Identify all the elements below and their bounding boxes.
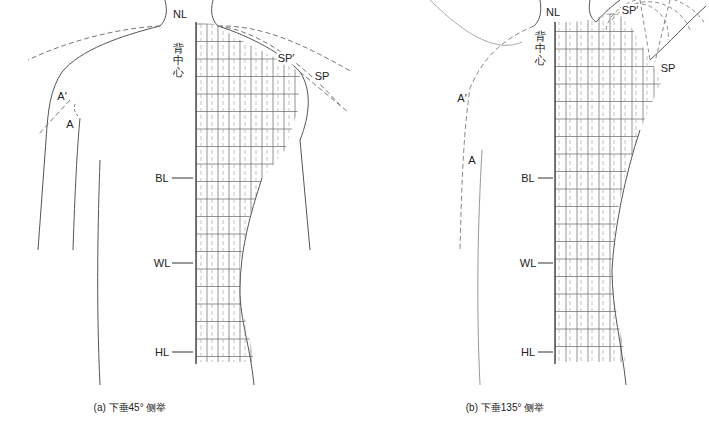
grid-line	[555, 276, 665, 277]
grid-line	[295, 24, 296, 362]
outline-a	[28, 0, 352, 385]
grid-line	[555, 136, 665, 137]
grid-line	[218, 24, 219, 362]
grid-line	[555, 119, 665, 120]
landmark-label: BL	[520, 172, 535, 185]
landmark-label: A	[65, 118, 74, 131]
grid-line	[196, 286, 312, 287]
grid-line	[273, 24, 274, 362]
grid-line-shifted	[647, 14, 648, 362]
grid-line-shifted	[614, 14, 615, 362]
grid-line-shifted	[256, 24, 257, 362]
landmark-label: A′	[456, 92, 467, 105]
grid-line	[240, 24, 241, 362]
center-line-label: 背中心	[534, 30, 547, 66]
grid-line	[196, 24, 312, 25]
landmark-label: HL	[520, 346, 536, 359]
grid-line	[196, 199, 312, 200]
grid-line	[555, 259, 665, 260]
grid-line	[196, 339, 312, 340]
grid-line	[555, 206, 665, 207]
grid-line	[196, 76, 312, 77]
grid-line-shifted	[603, 14, 604, 362]
grid-line	[196, 94, 312, 95]
landmark-label: BL	[154, 172, 169, 185]
landmark-label: WL	[153, 257, 172, 270]
landmark-label: SP′	[621, 4, 640, 17]
panel-caption: (b) 下垂135° 侧举	[465, 402, 545, 414]
grid-line	[207, 24, 208, 362]
grid-line-shifted	[625, 14, 626, 362]
landmark-label: A′	[56, 90, 67, 103]
grid-line	[306, 24, 307, 362]
panel-caption: (a) 下垂45° 侧举	[93, 402, 168, 414]
outline-b	[430, 0, 706, 385]
grid-line	[262, 24, 263, 362]
grid-line-shifted	[592, 14, 593, 362]
grid-line	[555, 31, 665, 32]
grid-line	[555, 66, 665, 67]
grid-line-shifted	[658, 14, 659, 362]
landmark-label: A	[467, 154, 476, 167]
grid-line	[196, 111, 312, 112]
grid-line-shifted	[201, 24, 202, 362]
grid-line	[196, 356, 312, 357]
grid-line	[196, 251, 312, 252]
grid-line-shifted	[300, 24, 301, 362]
grid-line	[555, 329, 665, 330]
grid-line	[196, 321, 312, 322]
grid-line	[196, 304, 312, 305]
grid-line-shifted	[289, 24, 290, 362]
grid-line	[196, 129, 312, 130]
grid-a	[196, 24, 312, 362]
grid-line	[196, 146, 312, 147]
grid-line-shifted	[636, 14, 637, 362]
landmark-label: SP	[660, 62, 677, 75]
grid-line	[196, 234, 312, 235]
grid-line-shifted	[570, 14, 571, 362]
grid-line	[555, 101, 665, 102]
grid-line-shifted	[245, 24, 246, 362]
landmark-label: SP′	[277, 52, 296, 65]
grid-line	[555, 346, 665, 347]
grid-line	[196, 41, 312, 42]
grid-line	[229, 24, 230, 362]
grid-line	[196, 181, 312, 182]
grid-line-shifted	[267, 24, 268, 362]
grid-line	[555, 224, 665, 225]
grid-line	[196, 216, 312, 217]
grid-line-shifted	[278, 24, 279, 362]
grid-line	[555, 189, 665, 190]
grid-line-shifted	[234, 24, 235, 362]
grid-line	[555, 294, 665, 295]
grid-line-shifted	[223, 24, 224, 362]
landmark-label: NL	[172, 8, 188, 21]
landmark-label: HL	[154, 346, 170, 359]
grid-line	[284, 24, 285, 362]
grid-line	[196, 164, 312, 165]
center-line-label: 背中心	[172, 42, 185, 78]
grid-line	[555, 241, 665, 242]
landmark-label: NL	[545, 6, 561, 19]
grid-line	[196, 269, 312, 270]
grid-line-shifted	[581, 14, 582, 362]
landmark-label: SP	[314, 70, 331, 83]
grid-line	[555, 154, 665, 155]
grid-line-shifted	[212, 24, 213, 362]
grid-line-shifted	[559, 14, 560, 362]
grid-line	[555, 14, 665, 15]
grid-line	[555, 171, 665, 172]
grid-line	[251, 24, 252, 362]
landmark-label: WL	[519, 257, 538, 270]
grid-b	[555, 14, 669, 362]
grid-line-shifted	[311, 24, 312, 362]
grid-line	[555, 311, 665, 312]
grid-line	[555, 84, 665, 85]
